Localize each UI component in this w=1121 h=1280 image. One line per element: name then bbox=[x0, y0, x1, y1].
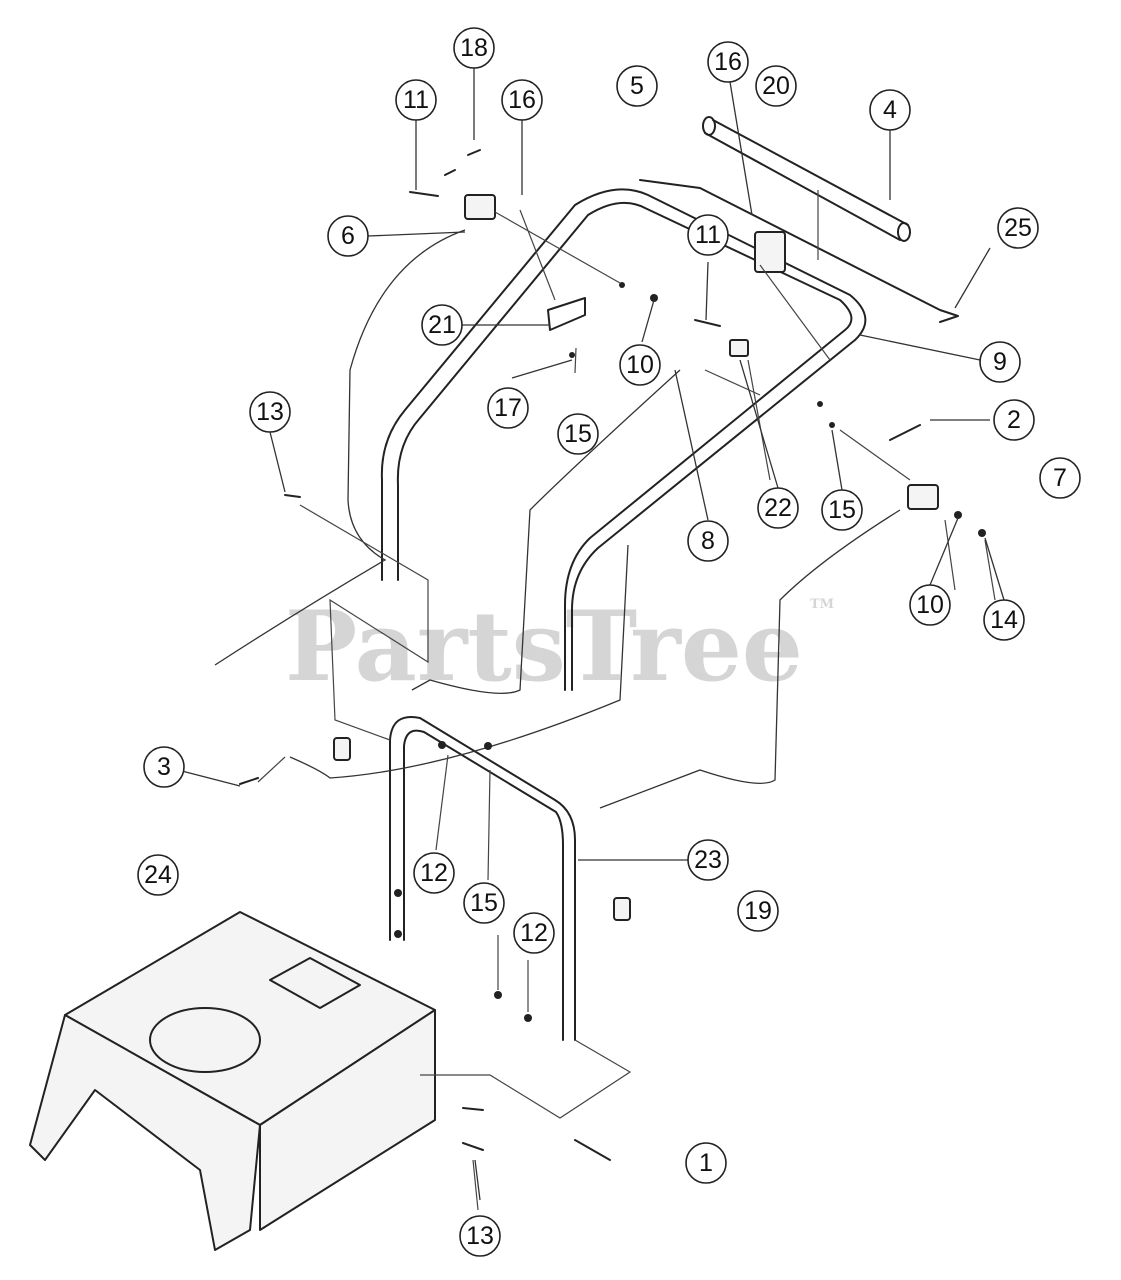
callout-13: 13 bbox=[249, 391, 291, 433]
callout-8: 8 bbox=[687, 520, 729, 562]
callout-25: 25 bbox=[997, 207, 1039, 249]
callout-16b-label: 16 bbox=[714, 48, 742, 76]
callout-4: 4 bbox=[869, 89, 911, 131]
callout-9-label: 9 bbox=[993, 348, 1007, 376]
callout-24-label: 24 bbox=[144, 861, 172, 889]
callout-10b: 10 bbox=[909, 584, 951, 626]
callout-4-label: 4 bbox=[883, 96, 897, 124]
callout-6: 6 bbox=[327, 215, 369, 257]
callout-12b: 12 bbox=[513, 912, 555, 954]
handle-bar bbox=[702, 116, 911, 242]
callout-11b: 11 bbox=[687, 214, 729, 256]
callout-8-label: 8 bbox=[701, 527, 715, 555]
callout-6-label: 6 bbox=[341, 222, 355, 250]
engine-deck bbox=[29, 911, 436, 1251]
callout-17: 17 bbox=[487, 387, 529, 429]
callout-21: 21 bbox=[421, 304, 463, 346]
callout-leaders bbox=[177, 68, 1005, 1201]
callout-12b-label: 12 bbox=[520, 919, 548, 947]
callout-13-label: 13 bbox=[256, 398, 284, 426]
callout-16-label: 16 bbox=[508, 86, 536, 114]
callout-10: 10 bbox=[619, 344, 661, 386]
callout-17-label: 17 bbox=[494, 394, 522, 422]
callout-15: 15 bbox=[557, 413, 599, 455]
callout-23: 23 bbox=[687, 839, 729, 881]
callout-12: 12 bbox=[413, 852, 455, 894]
callout-22-label: 22 bbox=[764, 494, 792, 522]
callout-1-label: 1 bbox=[699, 1149, 713, 1177]
callout-5-label: 5 bbox=[630, 72, 644, 100]
callout-15b: 15 bbox=[821, 489, 863, 531]
callout-14-label: 14 bbox=[990, 606, 1018, 634]
callout-11: 11 bbox=[395, 79, 437, 121]
callout-24: 24 bbox=[137, 854, 179, 896]
callout-20: 20 bbox=[755, 65, 797, 107]
callout-12-label: 12 bbox=[420, 859, 448, 887]
callout-20-label: 20 bbox=[762, 72, 790, 100]
callout-23-label: 23 bbox=[694, 846, 722, 874]
callout-15-label: 15 bbox=[564, 420, 592, 448]
watermark-tm: TM bbox=[810, 597, 834, 612]
callout-7: 7 bbox=[1039, 457, 1081, 499]
callout-1: 1 bbox=[685, 1142, 727, 1184]
callout-10b-label: 10 bbox=[916, 591, 944, 619]
callout-2-label: 2 bbox=[1007, 406, 1021, 434]
callout-11-label: 11 bbox=[403, 86, 429, 114]
callout-7-label: 7 bbox=[1053, 464, 1067, 492]
callout-18-label: 18 bbox=[460, 34, 488, 62]
callout-5: 5 bbox=[616, 65, 658, 107]
callout-10-label: 10 bbox=[626, 351, 654, 379]
callout-19: 19 bbox=[737, 890, 779, 932]
callout-16b: 16 bbox=[707, 41, 749, 83]
callout-15b-label: 15 bbox=[828, 496, 856, 524]
bail-rod bbox=[639, 179, 959, 323]
callout-3: 3 bbox=[143, 746, 185, 788]
callout-15c-label: 15 bbox=[470, 889, 498, 917]
upper-handle bbox=[380, 188, 867, 691]
callout-21-label: 21 bbox=[428, 311, 456, 339]
hardware bbox=[239, 149, 986, 1161]
leader-lines bbox=[257, 190, 996, 1211]
callout-11b-label: 11 bbox=[695, 221, 721, 249]
callout-13b-label: 13 bbox=[466, 1222, 494, 1250]
callout-15c: 15 bbox=[463, 882, 505, 924]
watermark-text: PartsTree bbox=[285, 590, 803, 703]
callout-16: 16 bbox=[501, 79, 543, 121]
callout-22: 22 bbox=[757, 487, 799, 529]
callout-14: 14 bbox=[983, 599, 1025, 641]
callout-2: 2 bbox=[993, 399, 1035, 441]
control-cables bbox=[214, 229, 901, 809]
callout-3-label: 3 bbox=[157, 753, 171, 781]
callout-9: 9 bbox=[979, 341, 1021, 383]
watermark: PartsTree TM bbox=[285, 590, 834, 703]
callout-13b: 13 bbox=[459, 1215, 501, 1257]
callout-25-label: 25 bbox=[1004, 214, 1032, 242]
callout-18: 18 bbox=[453, 27, 495, 69]
callout-19-label: 19 bbox=[744, 897, 772, 925]
